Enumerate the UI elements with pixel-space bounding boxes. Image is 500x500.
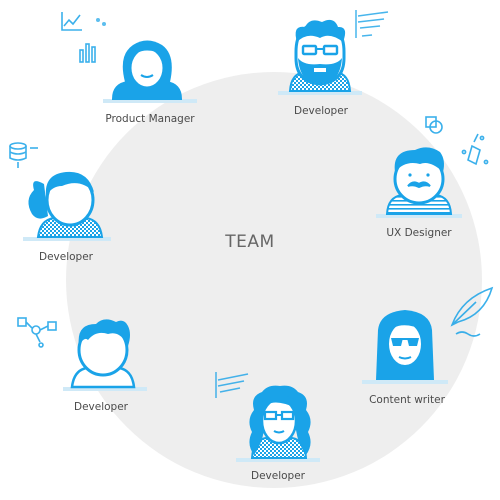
role-label-ux-designer: UX Designer	[386, 227, 452, 239]
pen-tool-icon	[461, 133, 489, 166]
code-notes-icon	[355, 10, 389, 38]
node-graph-icon	[17, 317, 57, 348]
avatar-ux-designer	[376, 147, 462, 218]
avatar-content-writer	[362, 310, 448, 384]
role-label-developer-left: Developer	[38, 251, 94, 263]
code-notes-icon	[215, 372, 249, 398]
line-chart-icon	[61, 12, 82, 31]
avatar-developer-bottom	[236, 385, 320, 462]
avatar-developer-left	[23, 171, 111, 241]
avatar-developer-left-bottom	[63, 319, 147, 391]
role-label-product-manager: Product Manager	[105, 113, 195, 125]
shapes-icon	[425, 116, 443, 134]
platform	[103, 99, 197, 103]
database-icon	[9, 142, 38, 168]
team-title: TEAM	[225, 232, 275, 252]
role-label-developer-top: Developer	[293, 105, 349, 117]
bar-chart-icon	[79, 43, 96, 63]
dots-decoration-icon	[96, 18, 106, 26]
role-label-developer-left-bottom: Developer	[73, 401, 129, 413]
avatar-product-manager	[103, 40, 197, 103]
role-label-developer-bottom: Developer	[250, 470, 306, 482]
role-label-content-writer: Content writer	[369, 394, 445, 406]
quill-icon	[450, 286, 494, 337]
avatar-developer-top	[278, 19, 362, 95]
